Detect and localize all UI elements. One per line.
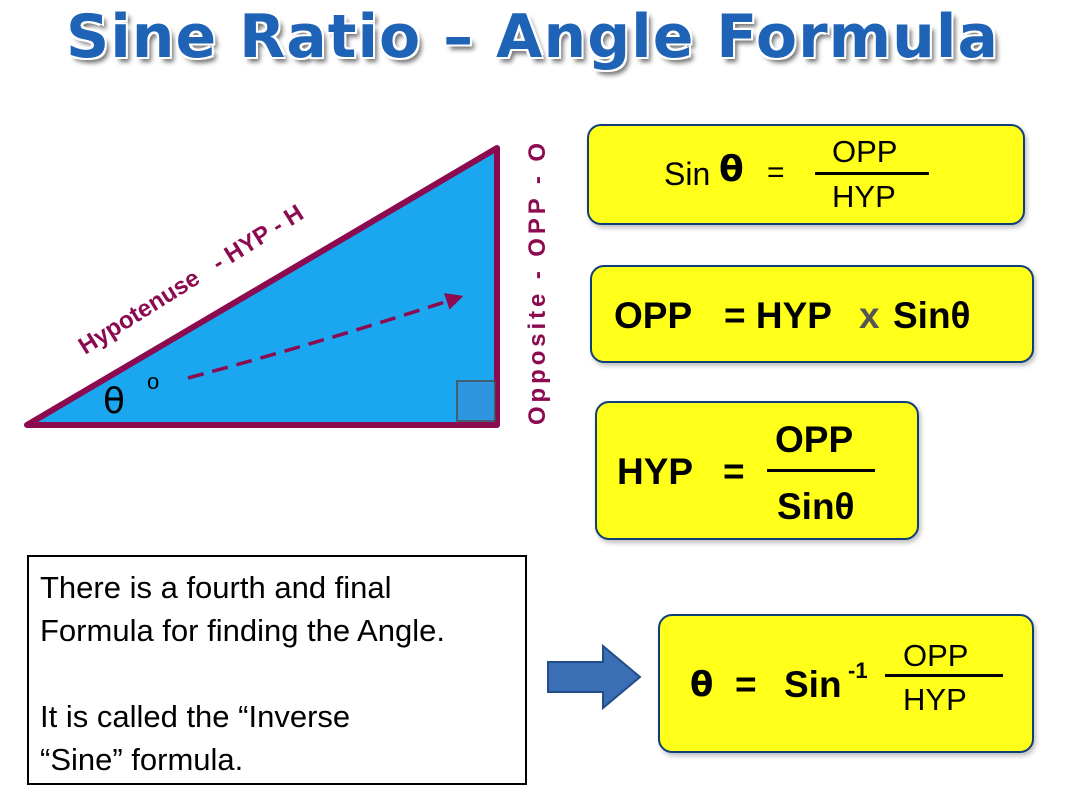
equals-sign: =	[735, 664, 757, 705]
right-triangle	[24, 145, 500, 428]
sin-text: Sin	[664, 156, 711, 192]
equals-hyp-text: = HYP	[724, 295, 832, 336]
denominator-hyp: HYP	[832, 179, 896, 214]
opp-text: OPP	[614, 295, 693, 336]
info-line: Formula for finding the Angle.	[40, 613, 445, 648]
sin-text: Sin	[784, 664, 842, 705]
right-angle-marker-icon	[456, 380, 496, 422]
dashed-arrow-icon	[187, 293, 464, 380]
hyp-text: HYP	[617, 451, 694, 492]
hyp-formula-box: HYP = OPP Sinθ	[595, 401, 919, 540]
equals-sign: =	[723, 451, 745, 492]
angle-theta: θ	[103, 381, 125, 422]
theta-symbol: θ	[690, 665, 714, 705]
equals-sign: =	[767, 156, 785, 189]
numerator-opp: OPP	[903, 638, 969, 673]
opposite-label: Opposite - OPP - O	[524, 143, 551, 425]
numerator-opp: OPP	[775, 419, 854, 460]
degree-symbol: o	[147, 369, 159, 394]
denominator-hyp: HYP	[903, 682, 967, 717]
inverse-sine-formula-box: θ = Sin -1 OPP HYP	[658, 614, 1034, 753]
opp-formula-box: OPP = HYP x Sinθ	[590, 265, 1034, 363]
denominator-sin-theta: Sinθ	[777, 486, 855, 527]
info-line: There is a fourth and final	[40, 570, 392, 605]
info-line: “Sine” formula.	[40, 742, 244, 777]
sine-formula-box: Sin θ = OPP HYP	[587, 124, 1025, 225]
info-text-box: There is a fourth and final Formula for …	[27, 555, 527, 785]
fraction-bar	[767, 469, 875, 472]
fraction-bar	[885, 674, 1003, 677]
page-title: Sine Ratio – Angle Formula	[66, 2, 999, 72]
theta-symbol: θ	[719, 149, 744, 190]
fraction-bar	[815, 172, 929, 175]
info-line: It is called the “Inverse	[40, 699, 351, 734]
times-sign: x	[859, 295, 880, 336]
sin-theta-text: Sinθ	[893, 295, 971, 336]
numerator-opp: OPP	[832, 134, 898, 169]
right-arrow-icon	[547, 643, 642, 711]
inverse-exponent: -1	[848, 658, 868, 683]
